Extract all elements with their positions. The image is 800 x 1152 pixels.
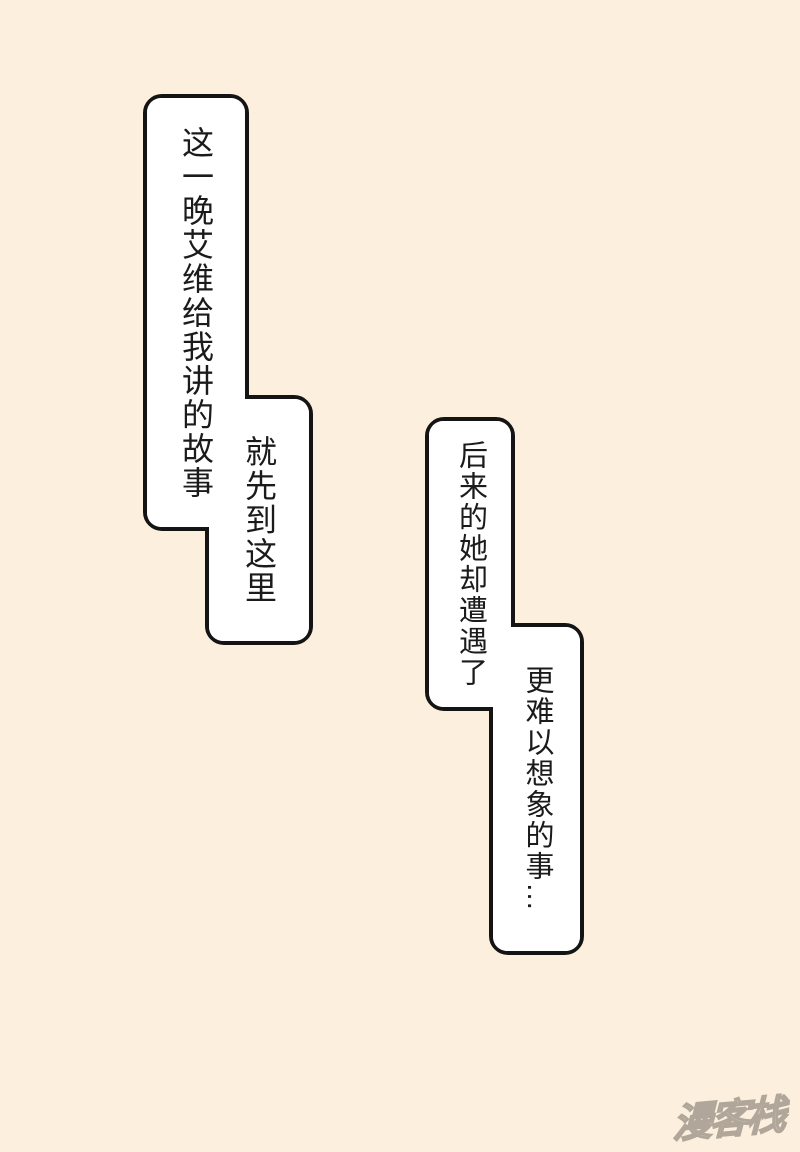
bubble-fill-patch-2 bbox=[209, 399, 309, 641]
bubble-text-1: 这一晚艾维给我讲的故事 bbox=[178, 125, 214, 500]
watermark-logo: 漫客栈 bbox=[672, 1092, 785, 1147]
bubble-text-2: 就先到这里 bbox=[241, 435, 277, 605]
bubble-fill-patch-4 bbox=[493, 627, 580, 951]
bubble-text-3: 后来的她却遭遇了 bbox=[454, 440, 487, 688]
bubble-text-4: 更难以想象的事… bbox=[521, 665, 553, 913]
